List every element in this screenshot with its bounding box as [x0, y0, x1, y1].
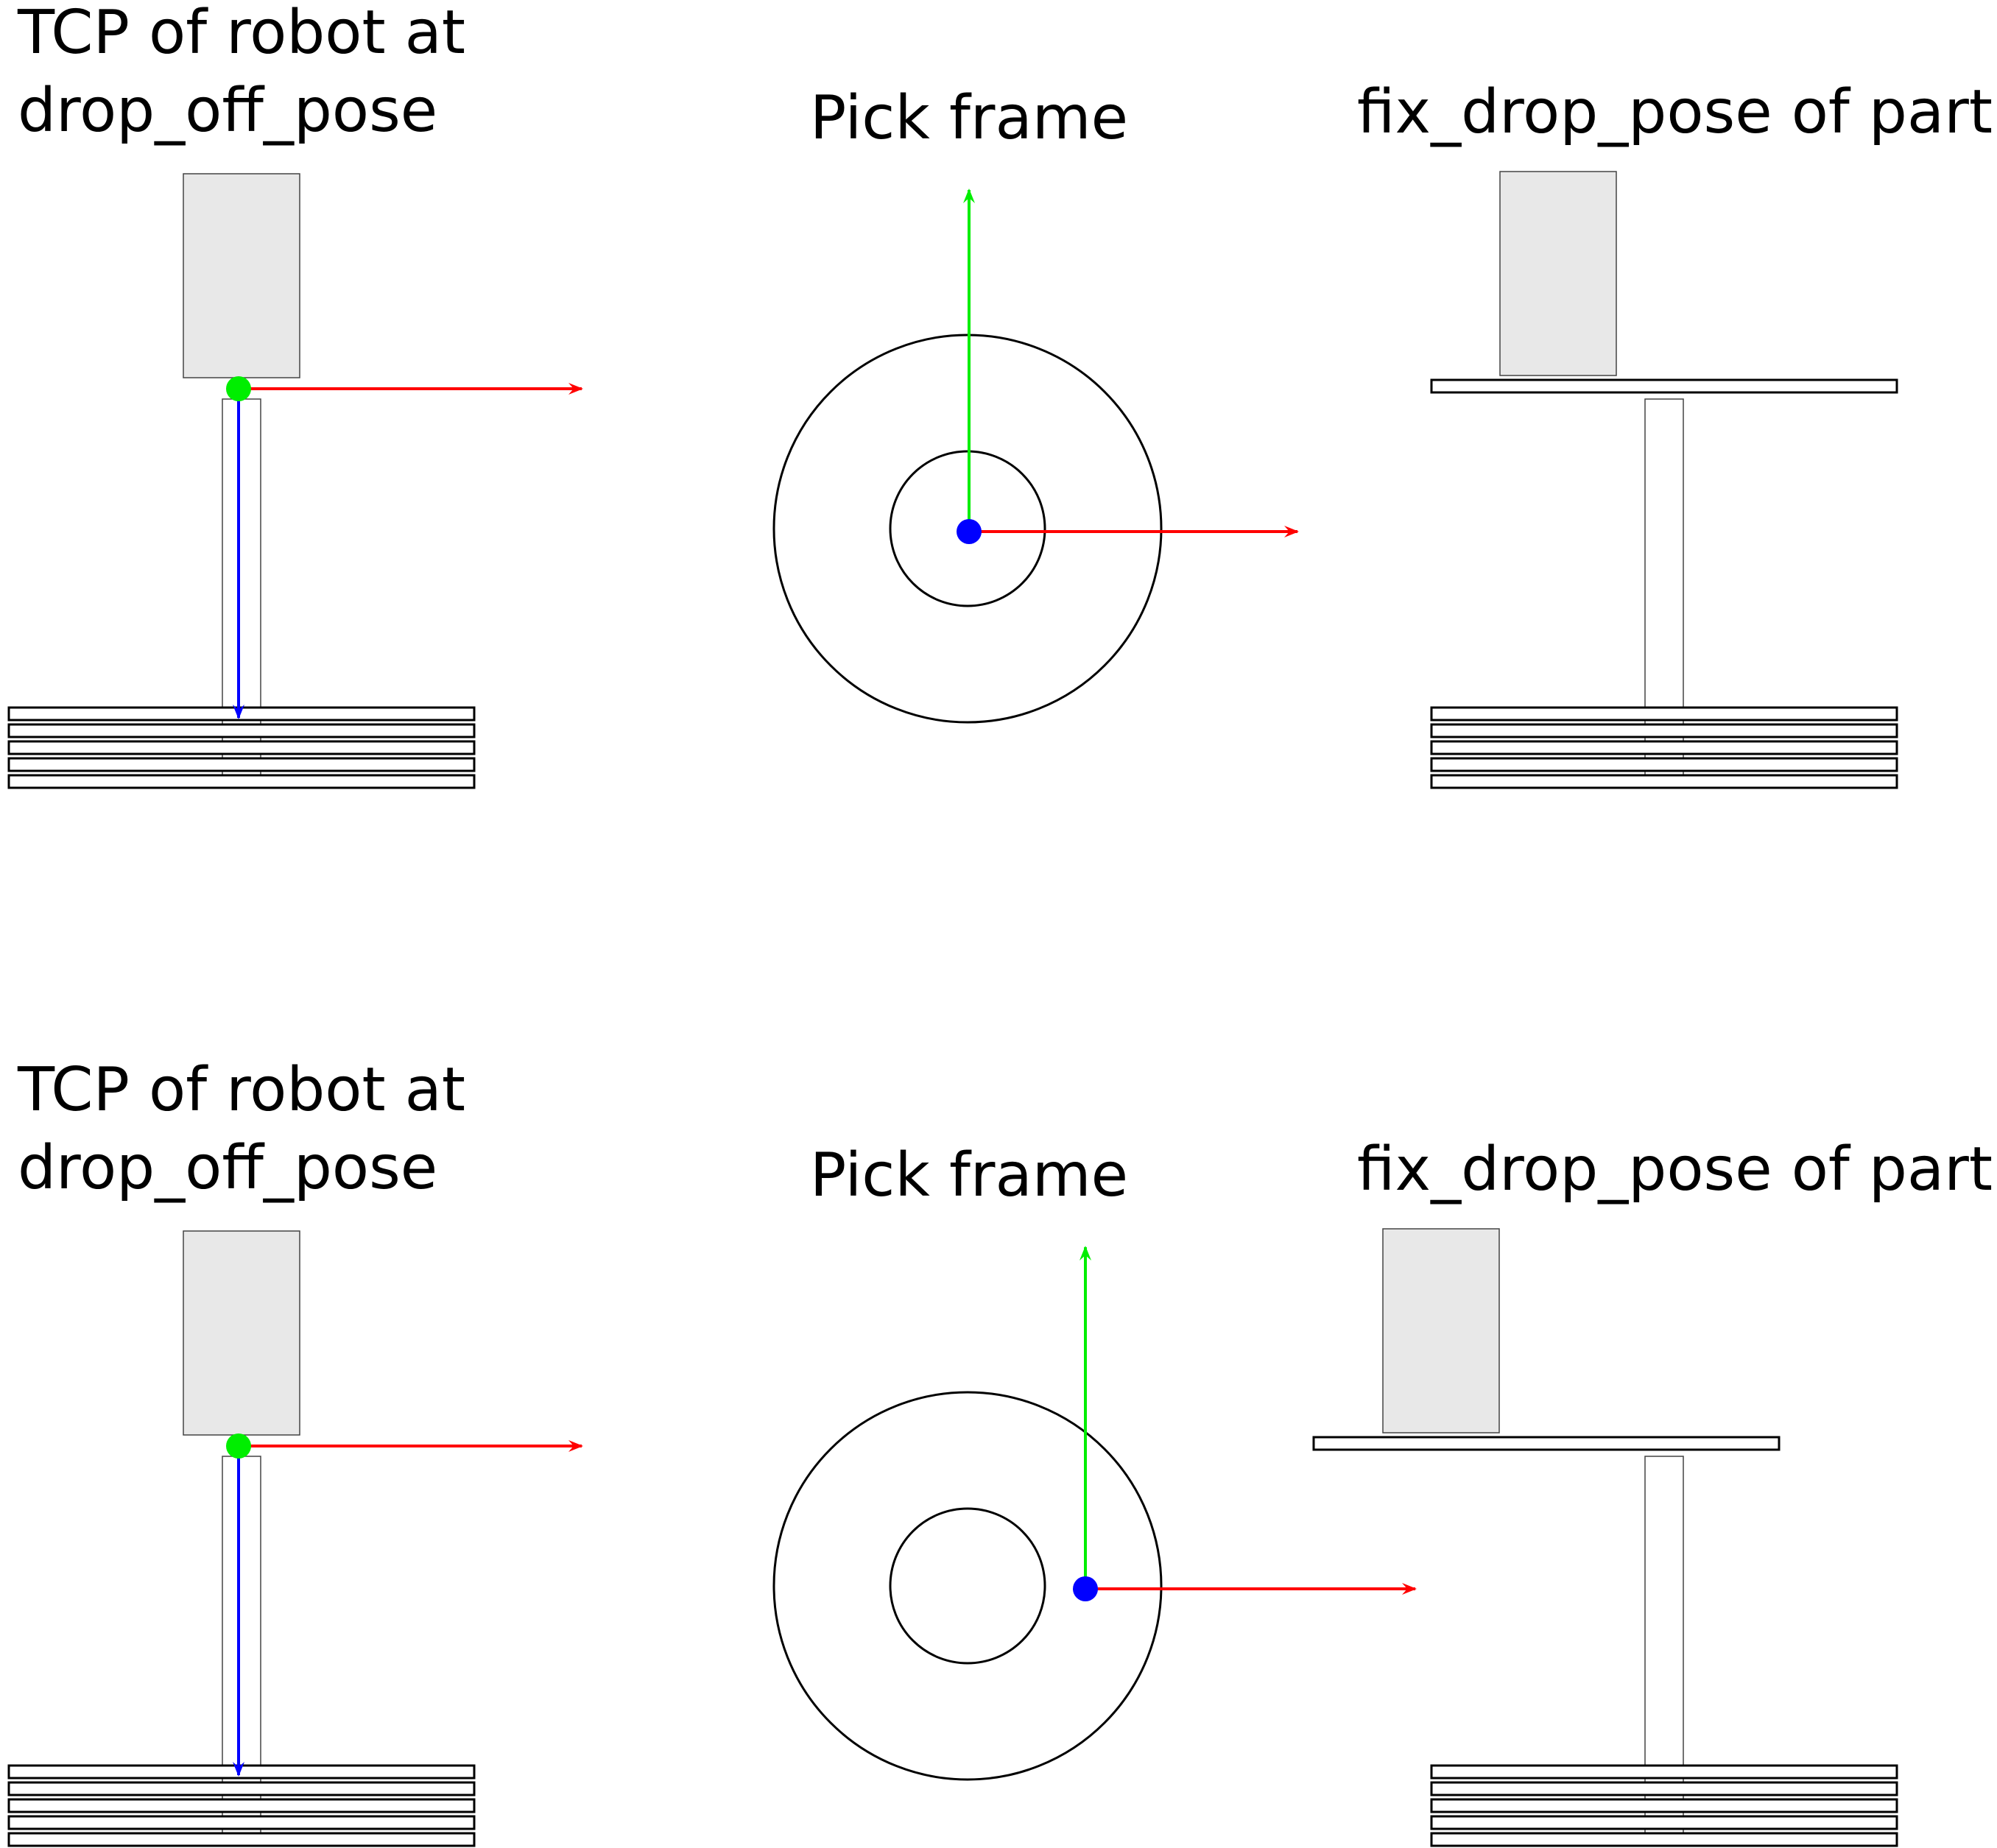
fix-drop-label: fix_drop_pose of part [1357, 77, 1993, 147]
tcp-label-line1: TCP of robot at [17, 1055, 465, 1125]
stacked-plates [1430, 706, 1898, 789]
placed-part [1382, 1228, 1500, 1433]
stacked-plates [7, 1764, 476, 1847]
stacked-plates [7, 706, 476, 789]
fix-drop-label: fix_drop_pose of part [1357, 1135, 1993, 1205]
part-outer-circle [772, 1391, 1163, 1781]
pick-frame-scene: Pick frame [772, 1140, 1417, 1781]
tcp-scene: TCP of robot at drop_off_pose [7, 0, 583, 789]
tcp-point [226, 1433, 251, 1459]
tcp-point [226, 376, 251, 401]
stacked-plates [1430, 1764, 1898, 1847]
tcp-label-line1: TCP of robot at [17, 0, 465, 68]
tcp-scene: TCP of robot at drop_off_pose [7, 1055, 583, 1847]
top-plate [1312, 1436, 1781, 1451]
pick-frame-origin [957, 519, 982, 544]
pick-frame-label: Pick frame [810, 83, 1128, 153]
panel-top: TCP of robot at drop_off_pose Pick frame [7, 0, 1993, 789]
placed-part [1499, 171, 1617, 376]
pick-frame-scene: Pick frame [772, 83, 1299, 724]
tcp-label-line2: drop_off_pose [18, 1133, 437, 1203]
panel-bottom: TCP of robot at drop_off_pose Pick frame [7, 1055, 1993, 1847]
tcp-label-line2: drop_off_pose [18, 76, 437, 146]
top-plate [1430, 378, 1898, 394]
pick-frame-origin [1073, 1576, 1098, 1601]
gripped-part [183, 1230, 300, 1436]
fix-drop-scene: fix_drop_pose of part [1357, 77, 1993, 789]
gripped-part [183, 173, 300, 378]
pick-frame-label: Pick frame [810, 1140, 1128, 1210]
fix-drop-scene: fix_drop_pose of part [1312, 1135, 1993, 1847]
part-inner-circle [889, 1507, 1046, 1665]
pin [1644, 398, 1684, 787]
gripper-shaft [222, 398, 261, 787]
